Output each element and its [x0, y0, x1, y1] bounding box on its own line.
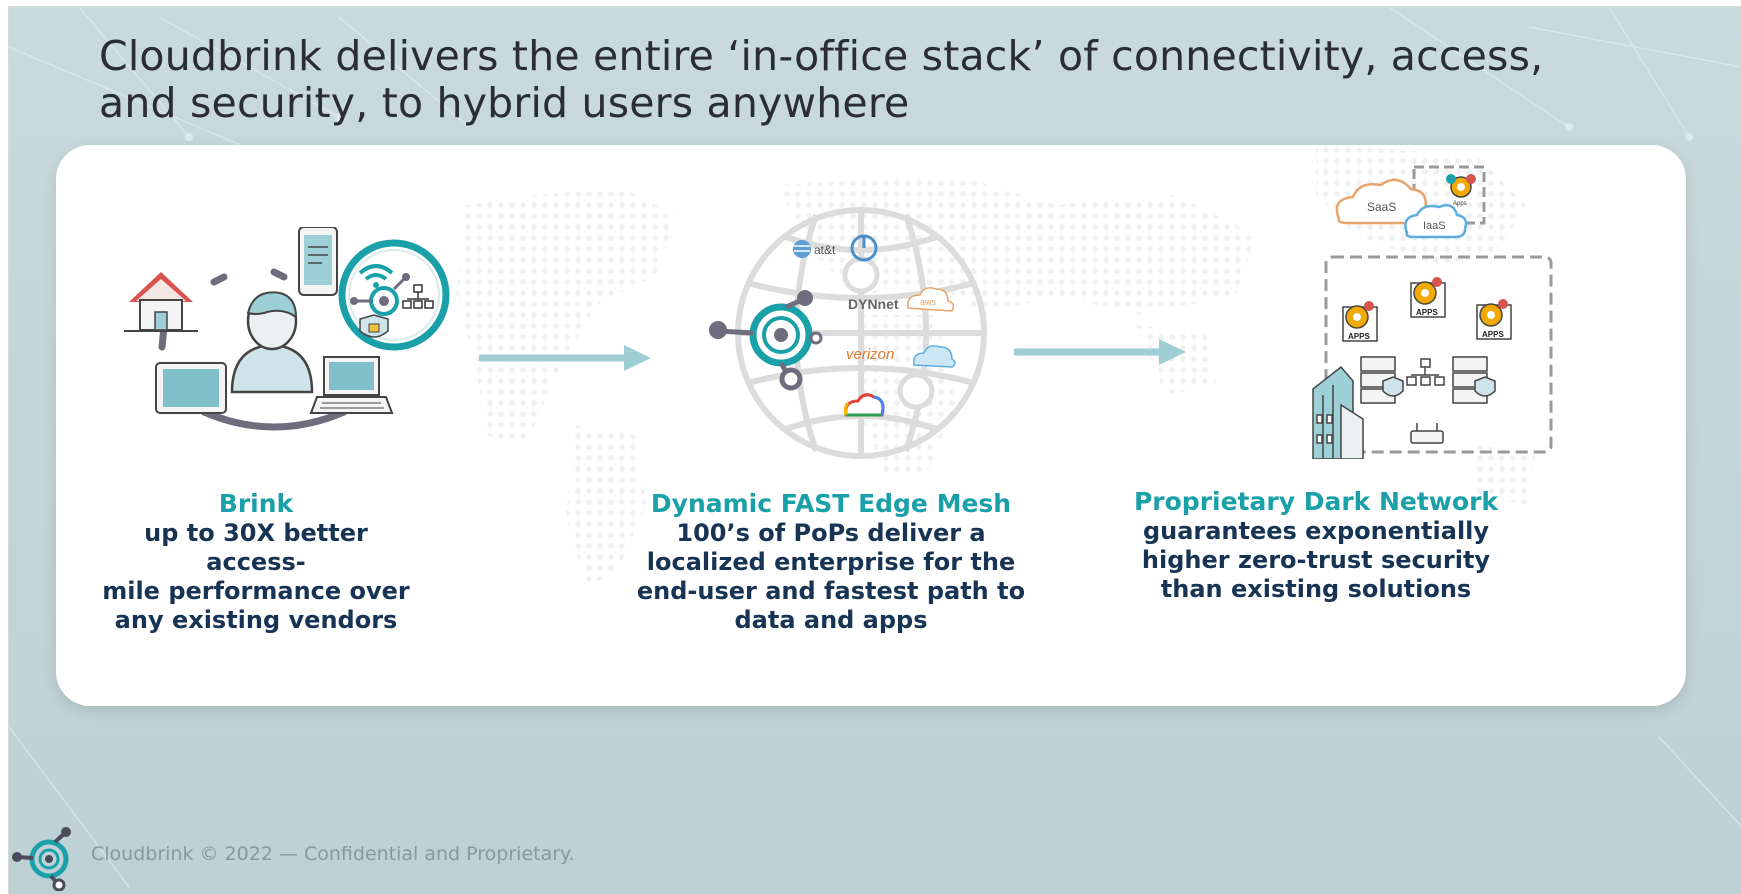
arrow-right-icon: [479, 345, 651, 371]
apps-label: APPS: [1416, 308, 1438, 317]
verizon-logo: verizon: [846, 346, 894, 363]
user-icon: [230, 291, 314, 394]
arrow-right-icon: [1014, 339, 1186, 365]
slide-title-line-2: and security, to hybrid users anywhere: [99, 79, 910, 127]
slide-title-line-1: Cloudbrink delivers the entire ‘in-offic…: [99, 32, 1544, 80]
dark-network-body-line-3: than existing solutions: [1160, 575, 1472, 603]
apps-gear-icon: APPS: [1410, 277, 1446, 318]
apps-label: APPS: [1348, 332, 1370, 341]
brink-body-line-2: mile performance over: [102, 577, 410, 605]
network-hub-icon: [338, 239, 450, 351]
slide-title: Cloudbrink delivers the entire ‘in-offic…: [99, 33, 1699, 127]
tablet-icon: [155, 362, 227, 414]
phone-icon: [298, 227, 338, 296]
brink-devices-illustration: [124, 227, 450, 431]
aws-label: aws: [920, 297, 937, 307]
dark-network-column: Proprietary Dark Network guarantees expo…: [1126, 487, 1506, 604]
edge-mesh-column: Dynamic FAST Edge Mesh 100’s of PoPs del…: [621, 489, 1041, 635]
content-card: at&t DYNnet aws verizon: [56, 145, 1686, 706]
house-icon: [124, 272, 198, 332]
cloudbrink-hub-icon: [709, 290, 823, 391]
aws-cloud-icon: aws: [907, 287, 955, 312]
apps-gear-icon: APPS: [1476, 299, 1512, 340]
laptop-icon: [309, 356, 394, 414]
apps-small-label: Apps: [1453, 201, 1467, 207]
cloudbrink-logo-icon: [12, 827, 71, 891]
brink-body-line-3: any existing vendors: [114, 606, 398, 634]
att-label: at&t: [814, 243, 836, 257]
network-topology-icon: [1406, 358, 1445, 386]
google-cloud-icon: [843, 393, 885, 417]
server-shield-icon: [1360, 356, 1404, 404]
router-icon: [1410, 423, 1444, 444]
edge-mesh-globe-illustration: at&t DYNnet aws verizon: [709, 207, 987, 459]
edge-mesh-body-line-1: 100’s of PoPs deliver a: [676, 519, 986, 547]
iaas-cloud-icon: IaaS: [1404, 204, 1468, 239]
dynet-logo: DYNnet: [848, 296, 899, 312]
power-icon: [850, 234, 878, 262]
dark-network-illustration: Apps SaaS IaaS APPS: [1312, 165, 1553, 459]
slide: Cloudbrink delivers the entire ‘in-offic…: [8, 6, 1741, 894]
edge-mesh-body-line-2: localized enterprise for the: [646, 548, 1016, 576]
dark-network-body-line-2: higher zero-trust security: [1141, 546, 1491, 574]
background-network-lines: [9, 7, 1741, 888]
azure-cloud-icon: [912, 345, 956, 368]
office-building-icon: [1312, 365, 1364, 459]
iaas-label: IaaS: [1423, 220, 1446, 232]
dark-network-heading: Proprietary Dark Network: [1133, 487, 1499, 516]
gear-icon: Apps: [1446, 174, 1476, 207]
saas-label: SaaS: [1367, 200, 1396, 214]
brink-heading: Brink: [218, 489, 294, 518]
edge-mesh-body-line-4: data and apps: [734, 606, 928, 634]
brink-body-line-1: up to 30X better access-: [144, 519, 368, 576]
apps-label: APPS: [1482, 330, 1504, 339]
dark-network-body-line-1: guarantees exponentially: [1142, 517, 1490, 545]
footer-copyright: Cloudbrink © 2022 — Confidential and Pro…: [91, 843, 575, 865]
brink-column: Brink up to 30X better access- mile perf…: [96, 489, 416, 635]
edge-mesh-body-line-3: end-user and fastest path to: [636, 577, 1026, 605]
edge-mesh-heading: Dynamic FAST Edge Mesh: [650, 489, 1012, 518]
apps-gear-icon: APPS: [1342, 301, 1378, 342]
saas-cloud-icon: SaaS: [1335, 178, 1428, 225]
server-shield-icon: [1452, 356, 1496, 404]
att-logo: at&t: [793, 240, 836, 258]
